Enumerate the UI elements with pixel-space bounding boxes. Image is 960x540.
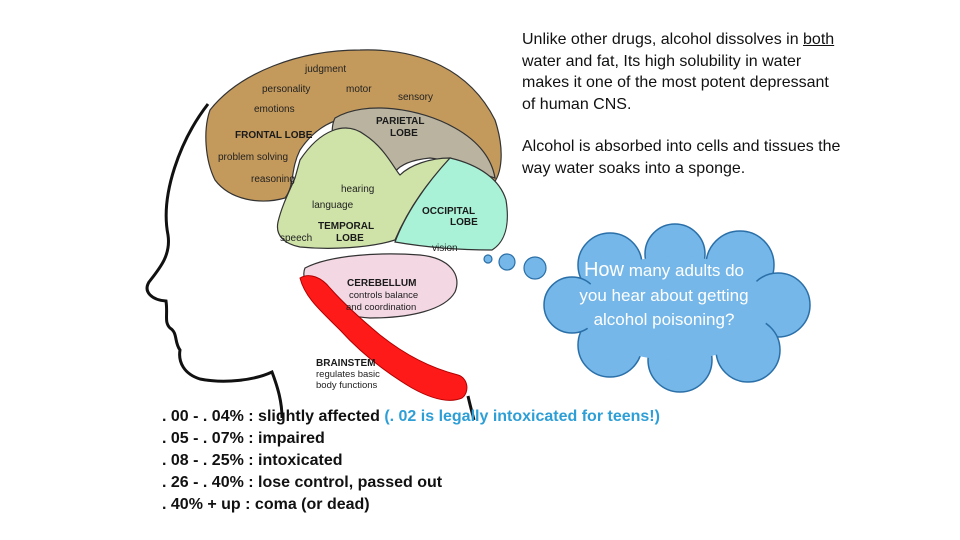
label-temporal-lobe-1: TEMPORAL — [318, 221, 374, 232]
bac-levels-list: . 00 - . 04% : slightly affected (. 02 i… — [162, 406, 660, 516]
bac-range: . 08 - . 25% — [162, 452, 244, 469]
label-vision: vision — [432, 243, 458, 254]
label-hearing: hearing — [341, 184, 374, 195]
bac-row: . 00 - . 04% : slightly affected (. 02 i… — [162, 408, 660, 425]
brainstem — [299, 275, 468, 401]
label-motor: motor — [346, 84, 372, 95]
label-occipital-lobe-1: OCCIPITAL — [422, 206, 475, 217]
head-outline — [145, 103, 284, 419]
bac-row: . 05 - . 07% : impaired — [162, 430, 325, 447]
neck-back-line — [466, 395, 476, 421]
label-speech: speech — [280, 233, 312, 244]
occipital-lobe — [394, 157, 508, 251]
bac-effect: slightly affected — [258, 408, 380, 425]
bac-effect: impaired — [258, 430, 325, 447]
label-brainstem-2: regulates basic — [316, 369, 380, 380]
label-frontal-lobe: FRONTAL LOBE — [235, 130, 313, 141]
bac-teen-note: (. 02 is legally intoxicated for teens!) — [384, 408, 660, 425]
label-cerebellum-2: controls balance — [349, 290, 418, 301]
thought-bubble-question: How many adults do you hear about gettin… — [576, 258, 752, 333]
label-cerebellum-3: and coordination — [346, 302, 416, 313]
label-brainstem-1: BRAINSTEM — [316, 358, 375, 369]
thought-bubble-lead: How — [583, 259, 624, 281]
thought-trail-dot — [498, 253, 516, 271]
label-reasoning: reasoning — [251, 174, 295, 185]
label-occipital-lobe-2: LOBE — [450, 217, 478, 228]
solubility-paragraph: Unlike other drugs, alcohol dissolves in… — [522, 29, 842, 115]
label-sensory: sensory — [398, 92, 433, 103]
thought-bubble-rest: many adults do you hear about getting al… — [579, 261, 749, 329]
label-language: language — [312, 200, 354, 211]
label-judgment: judgment — [304, 64, 346, 75]
thought-bubble — [543, 223, 811, 393]
label-emotions: emotions — [254, 104, 295, 115]
label-personality: personality — [262, 84, 310, 95]
bac-range: . 00 - . 04% — [162, 408, 244, 425]
bac-effect: lose control, passed out — [258, 474, 443, 491]
solubility-underlined-word: both — [803, 31, 835, 48]
bac-range: . 40% + up — [162, 496, 241, 513]
thought-trail-dot — [483, 254, 493, 264]
solubility-text-end: water and fat, Its high solubility in wa… — [522, 52, 829, 113]
label-parietal-lobe-1: PARIETAL — [376, 116, 425, 127]
bac-row: . 08 - . 25% : intoxicated — [162, 452, 343, 469]
absorption-paragraph: Alcohol is absorbed into cells and tissu… — [522, 138, 841, 177]
label-temporal-lobe-2: LOBE — [336, 233, 364, 244]
label-brainstem-3: body functions — [316, 380, 378, 391]
label-problem-solving: problem solving — [218, 152, 288, 163]
solubility-text-start: Unlike other drugs, alcohol dissolves in — [522, 31, 804, 48]
bac-range: . 26 - . 40% — [162, 474, 244, 491]
bac-row: . 40% + up : coma (or dead) — [162, 496, 370, 513]
thought-trail-dot — [523, 256, 547, 280]
label-parietal-lobe-2: LOBE — [390, 128, 418, 139]
bac-effect: intoxicated — [258, 452, 343, 469]
bac-row: . 26 - . 40% : lose control, passed out — [162, 474, 443, 491]
bac-effect: coma (or dead) — [254, 496, 370, 513]
label-cerebellum-1: CEREBELLUM — [347, 278, 416, 289]
bac-range: . 05 - . 07% — [162, 430, 244, 447]
